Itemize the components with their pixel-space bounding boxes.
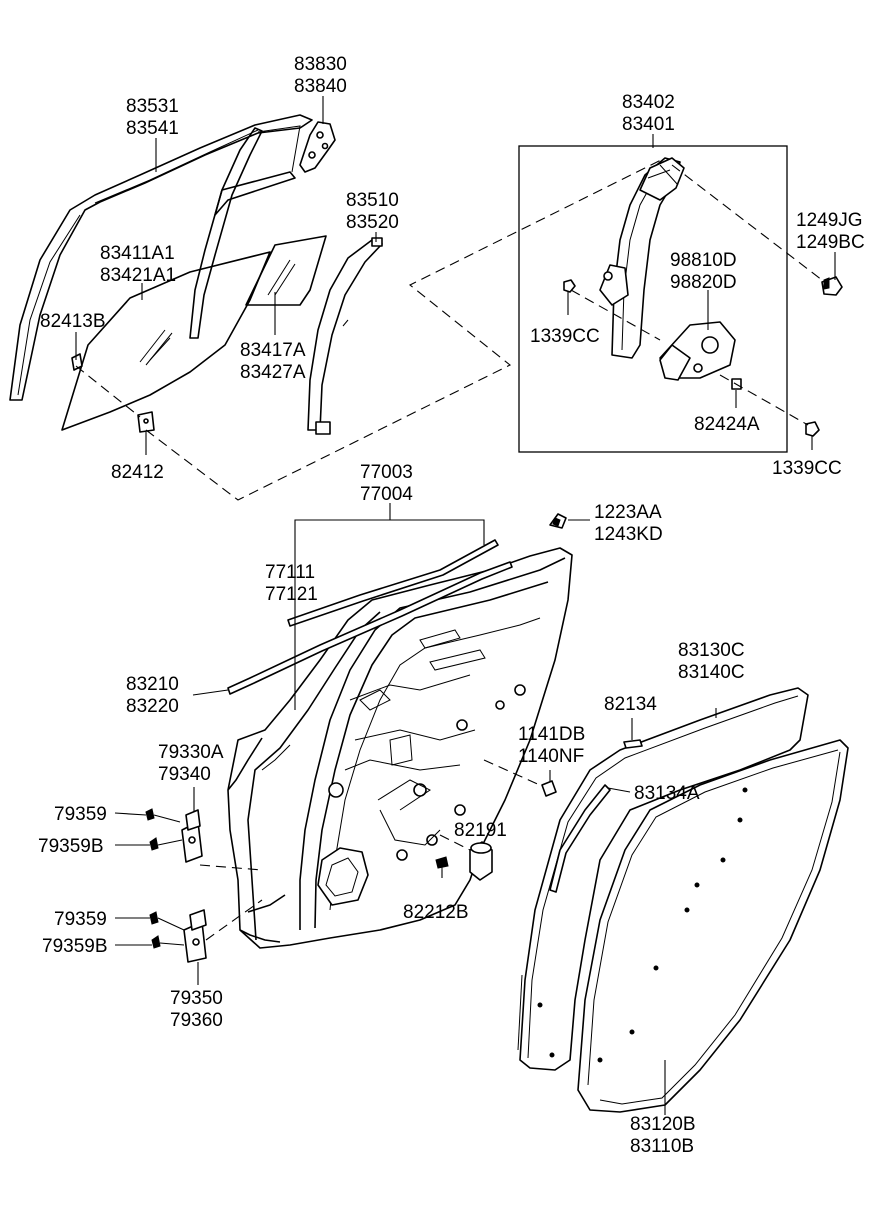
label-77121: 77121 [265, 584, 318, 605]
door-glass-part [61, 251, 271, 431]
label-83130c: 83130C [678, 640, 745, 661]
bolt-79359b-lower [151, 935, 185, 949]
label-83120b: 83120B [630, 1114, 696, 1135]
leader-lines [75, 96, 836, 1115]
label-82212b: 82212B [403, 902, 469, 923]
label-1249jg: 1249JG [796, 210, 863, 231]
plug-82212b-part [435, 856, 449, 872]
label-98820d: 98820D [670, 272, 737, 293]
label-83220: 83220 [126, 696, 179, 717]
window-regulator-part [599, 157, 685, 359]
label-79359b-lower: 79359B [42, 936, 108, 957]
corner-bracket-part [299, 121, 336, 173]
bolt-79359-lower [149, 911, 185, 931]
label-77111: 77111 [265, 562, 315, 583]
label-1141db: 1141DB [518, 724, 585, 745]
seal-strip-part [549, 784, 611, 893]
label-83531: 83531 [126, 96, 179, 117]
label-1339cc-left: 1339CC [530, 326, 600, 347]
label-79350: 79350 [170, 988, 223, 1009]
label-1223aa: 1223AA [594, 502, 662, 523]
label-83402: 83402 [622, 92, 675, 113]
label-82413b: 82413B [40, 311, 106, 332]
pad-82134-part [623, 739, 643, 749]
door-side-seal [537, 739, 849, 1113]
glass-holder-part [137, 411, 155, 433]
bolt-79359b-upper [149, 837, 183, 851]
bolt-79359-upper [145, 808, 181, 823]
label-79359-lower: 79359 [54, 909, 107, 930]
label-79330a: 79330A [158, 742, 224, 763]
hinge-lower-part [183, 909, 207, 963]
label-82412: 82412 [111, 462, 164, 483]
glass-clip-part [71, 353, 83, 371]
door-outer-panel [227, 737, 291, 943]
door-inner-panel [227, 547, 573, 949]
label-82134: 82134 [604, 694, 657, 715]
label-79360: 79360 [170, 1010, 223, 1031]
label-1339cc-right: 1339CC [772, 458, 842, 479]
quarter-glass-part [245, 235, 327, 306]
label-1249bc: 1249BC [796, 232, 865, 253]
label-79359-upper: 79359 [54, 804, 107, 825]
label-83401: 83401 [622, 114, 675, 135]
label-77004: 77004 [360, 484, 413, 505]
label-77003: 77003 [360, 462, 413, 483]
label-83520: 83520 [346, 212, 399, 233]
front-glass-run [9, 114, 313, 401]
label-98810d: 98810D [670, 250, 737, 271]
hinge-upper-part [181, 809, 203, 863]
label-83140c: 83140C [678, 662, 745, 683]
label-83840: 83840 [294, 76, 347, 97]
label-83210: 83210 [126, 674, 179, 695]
label-83417a: 83417A [240, 340, 306, 361]
nut-right-part [805, 421, 820, 437]
label-1243kd: 1243KD [594, 524, 663, 545]
belt-weatherstrip-part [227, 561, 513, 695]
label-82424a: 82424A [694, 414, 760, 435]
bolt-1249-part [821, 276, 843, 296]
body-side-seal [517, 687, 809, 1071]
label-79340: 79340 [158, 764, 211, 785]
bumper-82191-part [439, 834, 493, 881]
motor-part [659, 321, 736, 381]
label-83110b: 83110B [630, 1136, 694, 1157]
labels: 83531 83541 83830 83840 83411A1 83421A1 … [38, 54, 865, 1157]
label-83541: 83541 [126, 118, 179, 139]
label-82191: 82191 [454, 820, 507, 841]
label-1140nf: 1140NF [518, 746, 584, 767]
label-83134a: 83134A [634, 783, 700, 804]
outer-strip-part [287, 539, 499, 627]
label-83510: 83510 [346, 190, 399, 211]
label-79359b-upper: 79359B [38, 836, 104, 857]
label-83427a: 83427A [240, 362, 306, 383]
label-83830: 83830 [294, 54, 347, 75]
center-channel [189, 125, 301, 339]
bolt-1141-part [483, 759, 557, 797]
label-83421a1: 83421A1 [100, 265, 176, 286]
nut-1339cc-part [563, 279, 576, 293]
rear-channel-part [307, 237, 383, 435]
label-83411a1: 83411A1 [100, 243, 175, 264]
screw-1223-part [549, 513, 567, 529]
